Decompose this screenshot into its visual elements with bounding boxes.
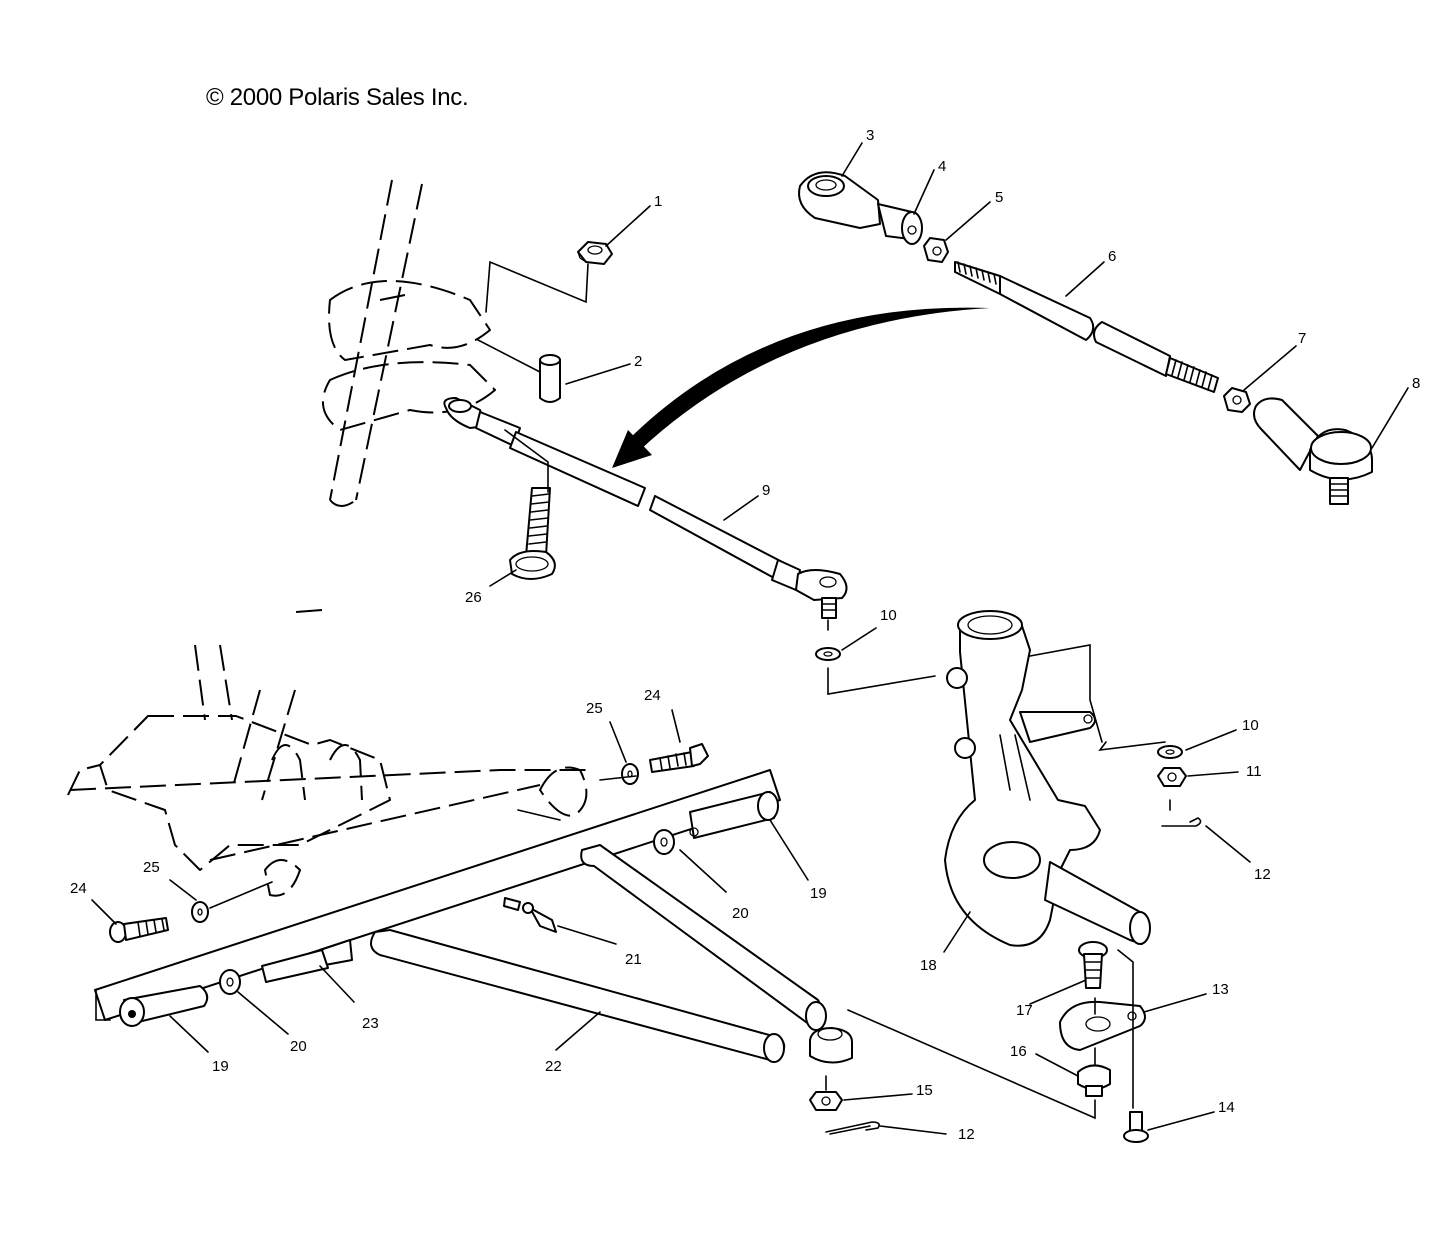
cotter-pin-part-12-right (1161, 817, 1202, 827)
callout-1: 1 (654, 193, 662, 210)
jam-nut-part-4 (877, 203, 923, 245)
washer-part-20-right (653, 827, 699, 855)
grease-fitting-part-21 (522, 902, 557, 933)
callout-3: 3 (866, 127, 874, 144)
callout-23: 23 (362, 1015, 379, 1032)
direction-arrow (612, 307, 990, 468)
bolt-part-26 (509, 487, 556, 580)
callout-15: 15 (916, 1082, 933, 1099)
callout-14: 14 (1218, 1099, 1235, 1116)
bolt-part-24-left (109, 917, 169, 943)
callout-19-left: 19 (212, 1058, 229, 1075)
callout-25-right: 25 (586, 700, 603, 717)
callout-12-lower: 12 (958, 1126, 975, 1143)
callout-6: 6 (1108, 248, 1116, 265)
callout-13: 13 (1212, 981, 1229, 998)
copyright-notice: © 2000 Polaris Sales Inc. (206, 84, 469, 111)
castle-nut-part-11 (1157, 767, 1187, 787)
callout-11: 11 (1246, 763, 1262, 780)
callout-20-left: 20 (290, 1038, 307, 1055)
callout-16: 16 (1010, 1043, 1027, 1060)
pivot-tube-part-19-left (119, 985, 209, 1027)
callout-17: 17 (1016, 1002, 1033, 1019)
callout-24-left: 24 (70, 880, 87, 897)
washer-part-20-left (219, 969, 241, 995)
assembly-lines (95, 260, 1171, 1120)
frame-outline (67, 644, 590, 897)
steering-post-outline (295, 179, 496, 613)
castle-nut-part-15 (809, 1091, 843, 1111)
bushing-part-23 (261, 949, 329, 983)
callout-19-right: 19 (810, 885, 827, 902)
washer-part-25-right (621, 763, 639, 785)
callout-22: 22 (545, 1058, 562, 1075)
callout-24-right: 24 (644, 687, 661, 704)
tie-rod-end-part-8 (1253, 397, 1373, 505)
a-arm-part-22 (94, 769, 853, 1064)
pivot-tube-part-19-right (689, 791, 779, 839)
callout-26: 26 (465, 589, 482, 606)
plate-part-13 (1059, 1000, 1146, 1051)
ball-joint-part-16 (1077, 1064, 1111, 1097)
callout-8: 8 (1412, 375, 1420, 392)
spacer-part-2 (539, 354, 561, 403)
tie-rod-end-part-3 (798, 171, 881, 229)
callout-12-right: 12 (1254, 866, 1271, 883)
callout-leaders (91, 142, 1409, 1135)
callout-21: 21 (625, 951, 642, 968)
bolt-part-17 (1078, 941, 1108, 989)
callout-9: 9 (762, 482, 770, 499)
cotter-pin-part-12-lower (825, 1121, 880, 1135)
bolt-part-14 (1123, 1111, 1149, 1143)
bolt-part-24-right (649, 743, 709, 773)
callout-labels: 1 2 3 4 5 6 7 8 9 10 10 11 12 12 13 14 1… (70, 127, 1420, 1143)
callout-7: 7 (1298, 330, 1306, 347)
washer-part-10-right (1157, 745, 1183, 759)
nut-part-7 (1223, 387, 1251, 413)
callout-5: 5 (995, 189, 1003, 206)
nut-part-1 (577, 241, 613, 265)
callout-10-upper: 10 (880, 607, 897, 624)
callout-4: 4 (938, 158, 946, 175)
callout-10-right: 10 (1242, 717, 1259, 734)
tie-rod-assembly-part-9 (443, 397, 848, 619)
callout-18: 18 (920, 957, 937, 974)
callout-25-left: 25 (143, 859, 160, 876)
washer-part-10-upper (815, 647, 841, 661)
adjuster-tube-part-6 (954, 261, 1219, 393)
steering-knuckle-part-18 (944, 610, 1151, 947)
nut-part-5 (923, 237, 949, 263)
washer-part-25-left (191, 901, 209, 923)
callout-20-right: 20 (732, 905, 749, 922)
callout-2: 2 (634, 353, 642, 370)
